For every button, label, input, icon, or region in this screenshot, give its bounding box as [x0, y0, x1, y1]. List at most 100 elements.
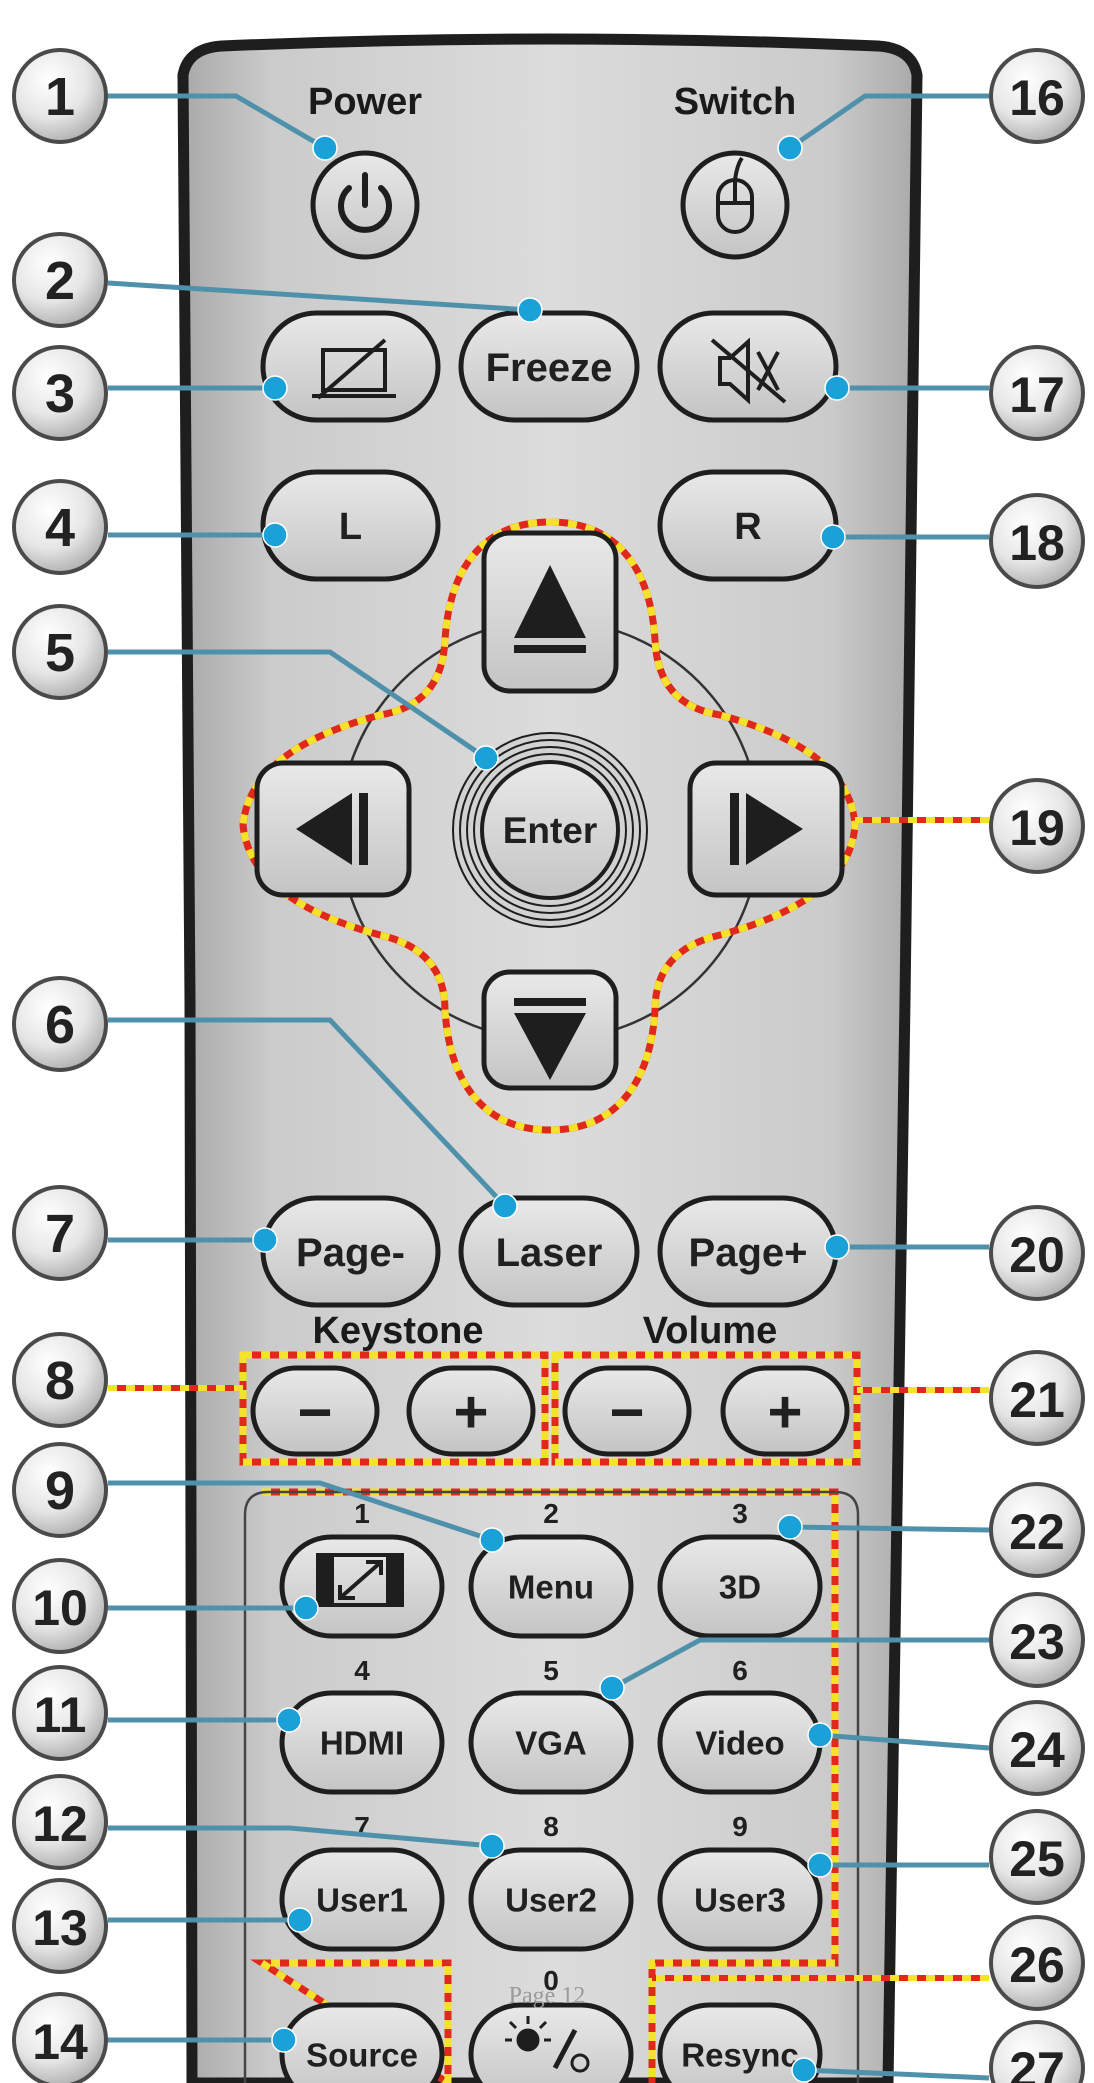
callout-26-number: 26 [1009, 1937, 1065, 1993]
keypad-digit-4: 4 [354, 1655, 370, 1686]
hdmi-button-label: HDMI [320, 1724, 404, 1761]
3d-button[interactable] [657, 1534, 823, 1639]
callout-12-dot [479, 1833, 505, 1859]
callout-26-circle [989, 1915, 1085, 2011]
keypad-digit-8: 8 [543, 1811, 559, 1842]
callout-11-dot [276, 1707, 302, 1733]
callout-2-leader [107, 280, 531, 313]
volume-highlight [551, 1351, 861, 1466]
callout-11-number: 11 [34, 1687, 87, 1743]
volume-plus-button-label: + [767, 1379, 802, 1446]
callout-22-dot [777, 1514, 803, 1540]
laser-button[interactable] [458, 1195, 640, 1308]
page-minus-button-label: Page- [296, 1231, 405, 1275]
callout-9-number: 9 [45, 1461, 75, 1521]
callout-2-number: 2 [45, 251, 75, 311]
source-button[interactable] [279, 2002, 445, 2083]
callout-20-number: 20 [1009, 1227, 1065, 1283]
keypad-digit-9: 9 [732, 1811, 748, 1842]
power-icon [338, 172, 392, 233]
callout-1-leader [108, 93, 327, 151]
callout-22-number: 22 [1009, 1504, 1065, 1560]
freeze-button[interactable] [458, 310, 640, 423]
user1-button-label: User1 [316, 1881, 408, 1918]
keystone-plus-button[interactable] [406, 1365, 536, 1457]
l-button[interactable] [260, 469, 441, 582]
callout-24-circle [989, 1700, 1085, 1796]
callout-3-number: 3 [45, 364, 75, 424]
callout-5-number: 5 [45, 623, 75, 683]
callout-14-dot [271, 2027, 297, 2053]
keystone-label: Keystone [312, 1310, 483, 1352]
callout-9-circle [12, 1442, 108, 1538]
aspect-button[interactable] [279, 1534, 445, 1639]
volume-minus-button[interactable] [562, 1365, 692, 1457]
callout-3-circle [12, 345, 108, 441]
hdmi-button[interactable] [279, 1690, 445, 1795]
callout-8-circle [12, 1332, 108, 1428]
laser-button-label: Laser [496, 1231, 603, 1275]
resync-button[interactable] [657, 2002, 823, 2083]
keystone-minus-button[interactable] [250, 1365, 380, 1457]
user2-button[interactable] [468, 1847, 634, 1952]
callout-21-circle [989, 1350, 1085, 1446]
keypad-digit-2: 2 [543, 1498, 559, 1529]
callout-18-circle [989, 493, 1085, 589]
user2-button-label: User2 [505, 1881, 597, 1918]
callout-13-dot [287, 1907, 313, 1933]
callout-22-circle [989, 1482, 1085, 1578]
keypad-digit-0: 0 [543, 1965, 559, 1996]
freeze-button-label: Freeze [486, 346, 613, 390]
callout-7-number: 7 [45, 1204, 75, 1264]
callout-6-leader [108, 1017, 507, 1208]
callout-10-dot [293, 1595, 319, 1621]
callout-16-number: 16 [1009, 70, 1065, 126]
lamp-mode-icon [505, 2016, 590, 2073]
mute-icon [710, 337, 787, 405]
callout-5-dot [473, 745, 499, 771]
enter-button[interactable] [452, 732, 648, 928]
menu-button-label: Menu [508, 1568, 594, 1605]
menu-button[interactable] [468, 1534, 634, 1639]
callout-24-leader [819, 1732, 990, 1751]
callout-16-leader [788, 93, 989, 151]
keypad-digit-1: 1 [354, 1498, 370, 1529]
lamp-button[interactable] [468, 2002, 634, 2083]
callout-1-circle [12, 48, 108, 144]
callout-10-number: 10 [32, 1580, 88, 1636]
resync-button-label: Resync [681, 2036, 798, 2073]
callout-6-number: 6 [45, 995, 75, 1055]
3d-button-label: 3D [719, 1568, 761, 1605]
callout-9-dot [479, 1527, 505, 1553]
user3-button[interactable] [657, 1847, 823, 1952]
callout-27-circle [989, 2020, 1085, 2083]
callout-10-circle [12, 1558, 108, 1654]
callout-14-circle [12, 1992, 108, 2083]
arrow-down-icon [514, 998, 586, 1080]
callout-27-number: 27 [1009, 2042, 1065, 2083]
blank-button[interactable] [260, 310, 441, 423]
callout-12-number: 12 [32, 1796, 88, 1852]
page-number: Page 12 [508, 1983, 586, 2009]
keystone-highlight [239, 1351, 549, 1466]
user1-button[interactable] [279, 1847, 445, 1952]
callout-24-dot [807, 1722, 833, 1748]
callout-9-leader [108, 1480, 493, 1543]
vga-button[interactable] [468, 1690, 634, 1795]
callout-19-number: 19 [1009, 800, 1065, 856]
volume-plus-button[interactable] [720, 1365, 850, 1457]
user3-button-label: User3 [694, 1881, 786, 1918]
callout-12-leader [108, 1825, 493, 1849]
callout-22-leader [789, 1524, 990, 1533]
callout-6-dot [492, 1193, 518, 1219]
enter-label: Enter [503, 810, 598, 851]
aspect-ratio-icon [316, 1553, 404, 1607]
callout-3-dot [262, 375, 288, 401]
callout-23-dot [599, 1675, 625, 1701]
blank-screen-icon [312, 338, 396, 400]
switch-label: Switch [674, 81, 796, 123]
callout-18-dot [820, 524, 846, 550]
arrow-up-icon [514, 565, 586, 653]
arrow-right-icon [730, 793, 803, 865]
callout-18-number: 18 [1009, 515, 1065, 571]
